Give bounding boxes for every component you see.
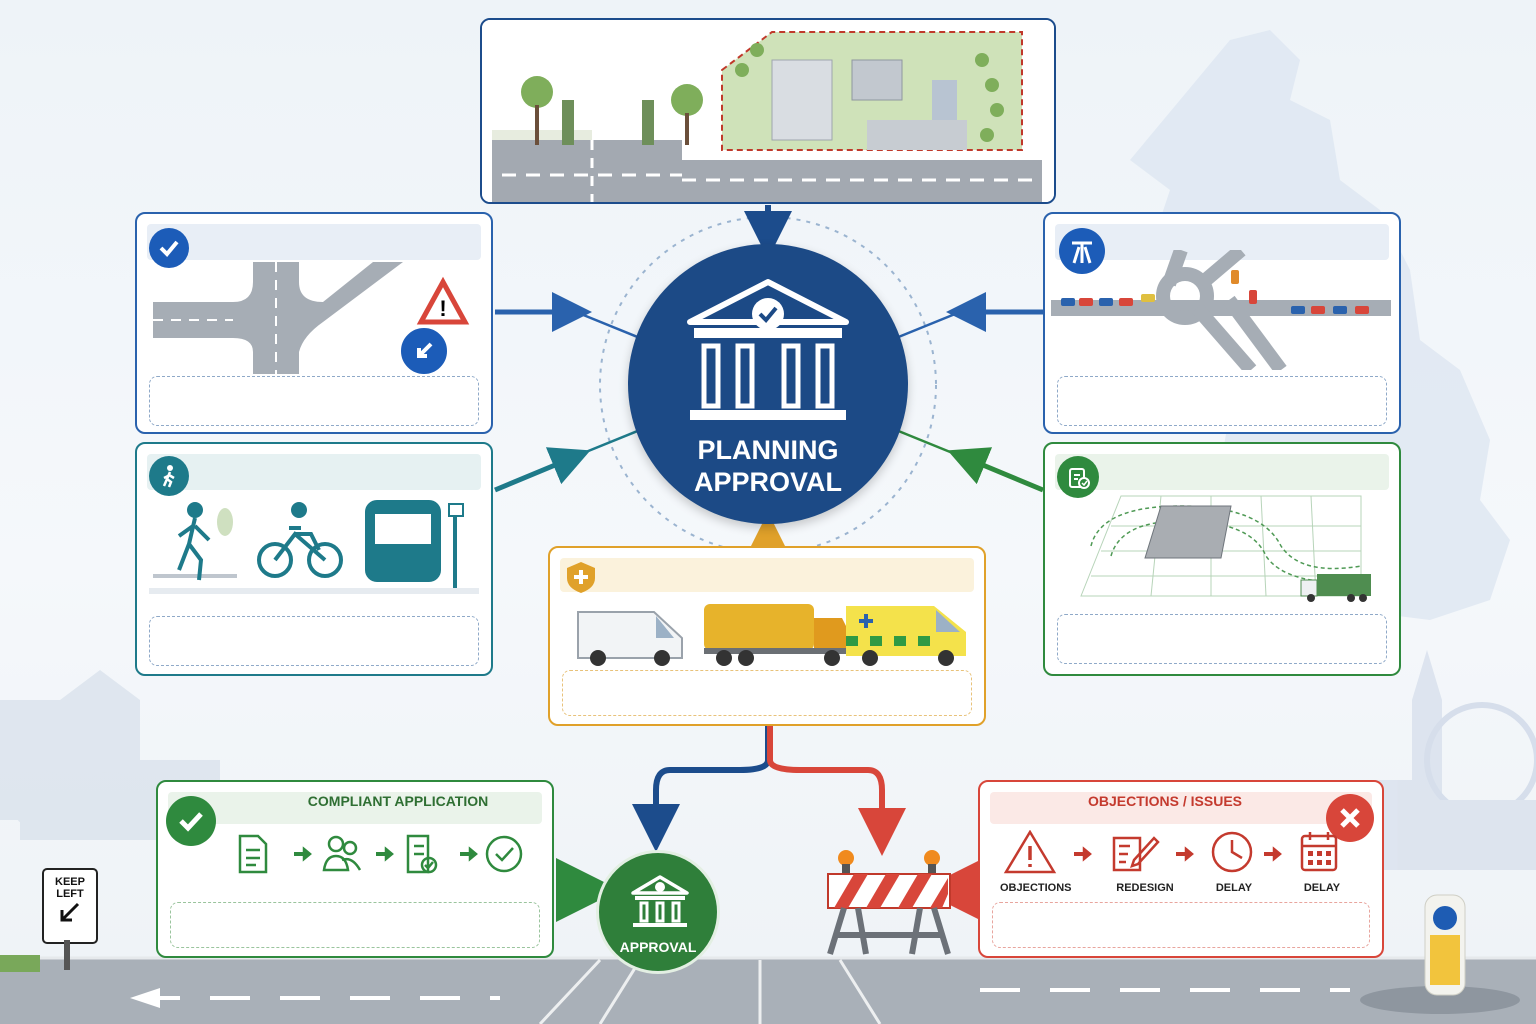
swept-path-note-field[interactable] xyxy=(1057,614,1387,664)
step-label-objections: OBJECTIONS xyxy=(1000,882,1072,894)
objections-card[interactable]: OBJECTIONS / ISSUES OBJECTIONS REDESIGN … xyxy=(978,780,1384,958)
sign-line2: LEFT xyxy=(56,888,84,900)
active-travel-illustration xyxy=(149,500,479,594)
svg-text:!: ! xyxy=(439,296,446,321)
step-label-delay: DELAY xyxy=(1215,882,1253,894)
objections-note-field[interactable] xyxy=(992,902,1370,948)
keep-left-roadsign-icon xyxy=(399,326,449,376)
sign-post xyxy=(64,940,70,970)
step-label-delay-2: DELAY xyxy=(1303,882,1341,894)
close-x-icon xyxy=(1326,794,1374,842)
clipboard-check-icon xyxy=(1057,456,1099,498)
traffic-note-field[interactable] xyxy=(1057,376,1387,426)
road-barrier-icon xyxy=(827,850,951,955)
card-header-bar xyxy=(1055,224,1389,260)
objection-process-steps xyxy=(1003,830,1338,874)
network-traffic-card[interactable] xyxy=(1043,212,1401,434)
objection-step-labels: OBJECTIONS REDESIGN DELAY DELAY xyxy=(992,882,1374,898)
swept-path-card[interactable] xyxy=(1043,442,1401,676)
compliant-title: COMPLIANT APPLICATION xyxy=(307,793,489,809)
government-building-icon xyxy=(687,279,849,420)
check-circle-icon xyxy=(166,796,216,846)
compliant-process-steps xyxy=(238,834,523,874)
shield-plus-icon xyxy=(564,560,598,594)
active-travel-card[interactable] xyxy=(135,442,493,676)
site-plan-card[interactable] xyxy=(480,18,1056,204)
card-header-bar xyxy=(560,558,974,592)
service-note-field[interactable] xyxy=(562,670,972,716)
hub-title-line1: PLANNING xyxy=(697,435,839,465)
compliant-application-card[interactable]: COMPLIANT APPLICATION xyxy=(156,780,554,958)
active-travel-note-field[interactable] xyxy=(149,616,479,666)
step-label-redesign: REDESIGN xyxy=(1116,882,1174,894)
site-plan-illustration xyxy=(482,20,1054,202)
pedestrian-icon xyxy=(149,456,189,496)
swept-path-illustration xyxy=(1080,495,1371,602)
bank-building-icon xyxy=(631,875,689,927)
card-header-bar xyxy=(1055,454,1389,490)
planning-approval-hub[interactable]: PLANNING APPROVAL xyxy=(628,244,908,524)
keep-left-sign: KEEP LEFT xyxy=(42,868,98,944)
card-header-bar xyxy=(168,792,542,824)
hub-title: PLANNING APPROVAL xyxy=(628,434,908,498)
service-vehicles-illustration xyxy=(577,604,966,666)
check-badge-icon xyxy=(149,228,189,268)
card-header-bar xyxy=(147,454,481,490)
roundabout-illustration xyxy=(1051,250,1391,370)
card-header-bar xyxy=(147,224,481,260)
service-access-card[interactable] xyxy=(548,546,986,726)
junction-note-field[interactable] xyxy=(149,376,479,426)
hub-title-line2: APPROVAL xyxy=(693,467,842,497)
arrow-down-left-icon xyxy=(60,902,80,922)
approval-node[interactable]: APPROVAL xyxy=(596,850,720,974)
sign-line1: KEEP xyxy=(55,876,85,888)
junction-design-card[interactable]: ! xyxy=(135,212,493,434)
card-header-bar xyxy=(990,792,1372,824)
compliant-note-field[interactable] xyxy=(170,902,540,948)
junction-illustration: ! xyxy=(153,262,470,374)
approval-node-label: APPROVAL xyxy=(619,939,697,955)
motorway-icon xyxy=(1059,228,1105,274)
objections-title: OBJECTIONS / ISSUES xyxy=(1087,793,1243,809)
